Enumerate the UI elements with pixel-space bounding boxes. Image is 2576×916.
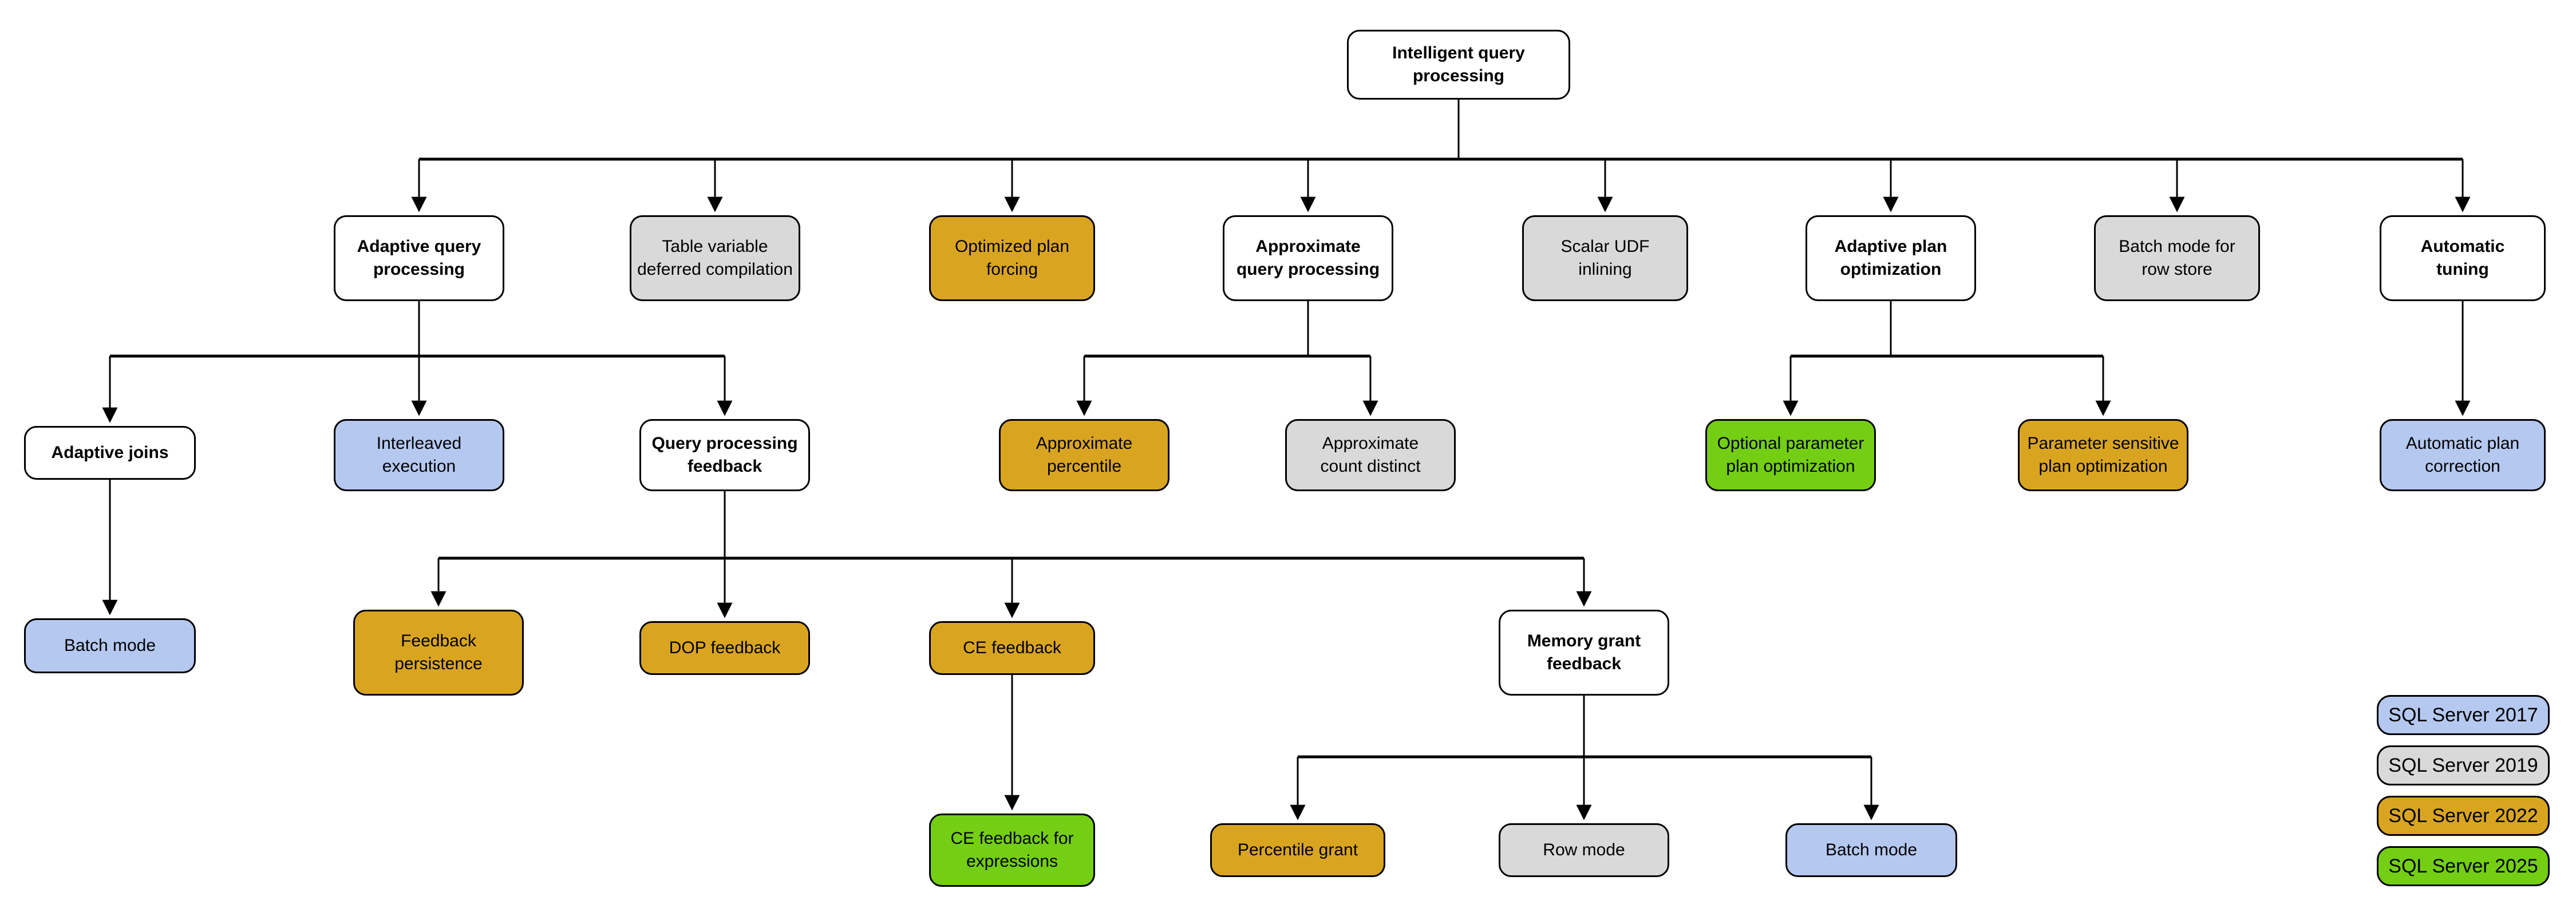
node-tvdc: Table variable deferred compilation bbox=[630, 215, 800, 301]
node-mgf: Memory grant feedback bbox=[1499, 610, 1669, 696]
node-pspo: Parameter sensitive plan optimization bbox=[2018, 419, 2188, 491]
node-opf: Optimized plan forcing bbox=[929, 215, 1095, 301]
node-cefe: CE feedback for expressions bbox=[929, 814, 1095, 887]
node-fp: Feedback persistence bbox=[353, 610, 524, 696]
node-apq: Approximate query processing bbox=[1223, 215, 1393, 301]
legend-item-2019: SQL Server 2019 bbox=[2377, 745, 2550, 785]
node-qpf: Query processing feedback bbox=[639, 419, 810, 491]
node-aj: Adaptive joins bbox=[24, 426, 196, 480]
node-pg: Percentile grant bbox=[1210, 823, 1385, 877]
node-bmrs: Batch mode for row store bbox=[2094, 215, 2260, 301]
node-oppo: Optional parameter plan optimization bbox=[1705, 419, 1876, 491]
node-ie: Interleaved execution bbox=[334, 419, 504, 491]
node-apc: Automatic plan correction bbox=[2380, 419, 2546, 491]
node-acd: Approximate count distinct bbox=[1285, 419, 1456, 491]
node-aper: Approximate percentile bbox=[999, 419, 1170, 491]
node-aqp: Adaptive query processing bbox=[334, 215, 504, 301]
legend-item-2017: SQL Server 2017 bbox=[2377, 695, 2550, 735]
node-bm1: Batch mode bbox=[24, 618, 196, 673]
node-cef: CE feedback bbox=[929, 621, 1095, 675]
legend-item-2022: SQL Server 2022 bbox=[2377, 796, 2550, 836]
node-bm2: Batch mode bbox=[1785, 823, 1957, 877]
node-rm: Row mode bbox=[1499, 823, 1669, 877]
node-atun: Automatic tuning bbox=[2380, 215, 2546, 301]
node-apo: Adaptive plan optimization bbox=[1805, 215, 1976, 301]
legend-item-2025: SQL Server 2025 bbox=[2377, 846, 2550, 886]
node-root: Intelligent query processing bbox=[1347, 30, 1570, 100]
node-dop: DOP feedback bbox=[639, 621, 810, 675]
node-sudf: Scalar UDF inlining bbox=[1522, 215, 1688, 301]
